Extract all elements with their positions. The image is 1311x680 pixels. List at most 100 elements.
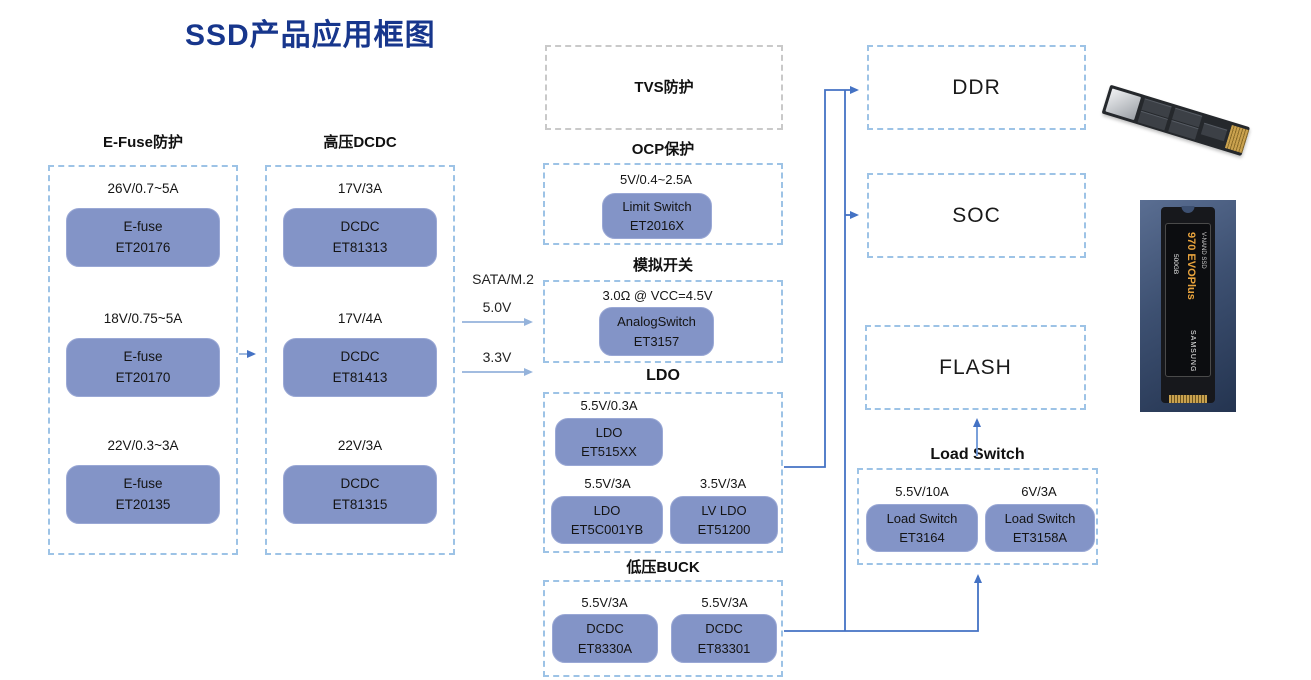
- m2-ssd-photo: [1101, 66, 1262, 171]
- efuse-2-rating: 18V/0.75~5A: [103, 311, 183, 326]
- analog-switch-block: AnalogSwitch ET3157: [599, 307, 714, 356]
- buck-2-name: DCDC: [705, 621, 743, 636]
- analog-switch-group-label: 模拟开关: [632, 257, 693, 274]
- buck-1-part: ET8330A: [577, 640, 633, 656]
- m2-ssd-stick: [1101, 84, 1251, 157]
- ocp-1-part: ET2016X: [629, 218, 685, 233]
- ldo-2-part: ET5C001YB: [570, 522, 644, 537]
- buck-1-name: DCDC: [586, 621, 624, 636]
- hv-dcdc-3-rating: 22V/3A: [337, 438, 383, 453]
- ocp-group-box: [543, 163, 783, 245]
- samsung-ssd-stick: V-NAND SSD 970 EVOPlus 500GB SAMSUNG: [1161, 206, 1215, 403]
- hv-dcdc-2-block: DCDC ET81413: [283, 338, 437, 397]
- samsung-gold-connector: [1169, 395, 1207, 403]
- ldo-2-block: LDO ET5C001YB: [551, 496, 663, 544]
- analog-switch-part: ET3157: [633, 333, 680, 349]
- ldo-3-block: LV LDO ET51200: [670, 496, 778, 544]
- ldo-2-name: LDO: [593, 502, 621, 518]
- tvs-box: TVS防护: [545, 45, 783, 130]
- analog-switch-group-box: [543, 280, 783, 363]
- efuse-2-part: ET20170: [115, 369, 171, 385]
- samsung-ssd-photo: V-NAND SSD 970 EVOPlus 500GB SAMSUNG: [1140, 200, 1236, 412]
- hv-dcdc-3-part: ET81315: [332, 496, 388, 512]
- hv-dcdc-group-label: 高压DCDC: [323, 134, 397, 151]
- hv-dcdc-2-rating: 17V/4A: [337, 311, 383, 326]
- efuse-2-name: E-fuse: [123, 349, 163, 365]
- load-switch-group-label: Load Switch: [930, 446, 1025, 463]
- soc-box: SOC: [867, 173, 1086, 258]
- load-switch-group-box: [857, 468, 1098, 565]
- m2-gold-connector: [1224, 124, 1250, 154]
- efuse-1-rating: 26V/0.7~5A: [107, 181, 179, 196]
- efuse-group-box: [48, 165, 238, 555]
- m2-ssd-sticker: [1105, 88, 1142, 121]
- buck-2-block: DCDC ET83301: [671, 614, 777, 663]
- soc-label: SOC: [952, 203, 1001, 227]
- load-switch-2-block: Load Switch ET3158A: [985, 504, 1095, 552]
- analog-switch-rating: 3.0Ω @ VCC=4.5V: [602, 288, 713, 303]
- load-switch-2-rating: 6V/3A: [1021, 484, 1057, 499]
- ddr-box: DDR: [867, 45, 1086, 130]
- ocp-1-rating: 5V/0.4~2.5A: [620, 172, 692, 187]
- flash-label: FLASH: [939, 355, 1012, 379]
- hv-dcdc-2-part: ET81413: [332, 369, 388, 385]
- buck-group-box: [543, 580, 783, 677]
- efuse-1-name: E-fuse: [123, 219, 163, 235]
- hv-dcdc-1-rating: 17V/3A: [337, 181, 383, 196]
- load-switch-1-name: Load Switch: [886, 510, 958, 526]
- ldo-1-rating: 5.5V/0.3A: [580, 398, 638, 413]
- ldo-1-name: LDO: [595, 424, 623, 440]
- hv-dcdc-1-name: DCDC: [340, 219, 380, 235]
- hv-dcdc-3-block: DCDC ET81315: [283, 465, 437, 524]
- ldo-1-block: LDO ET515XX: [555, 418, 663, 466]
- page-title: SSD产品应用框图: [185, 19, 436, 52]
- efuse-3-name: E-fuse: [123, 476, 163, 492]
- ldo-group-label: LDO: [646, 367, 680, 384]
- rail-3v3-label: 3.3V: [482, 349, 512, 365]
- efuse-3-block: E-fuse ET20135: [66, 465, 220, 524]
- hv-dcdc-3-name: DCDC: [340, 476, 380, 492]
- ldo-to-ddr-wire: [784, 86, 859, 468]
- samsung-brand-text: SAMSUNG: [1189, 329, 1196, 372]
- efuse-2-block: E-fuse ET20170: [66, 338, 220, 397]
- samsung-capacity-text: 500GB: [1172, 254, 1179, 275]
- ocp-1-block: Limit Switch ET2016X: [602, 193, 712, 239]
- samsung-ssd-label: V-NAND SSD 970 EVOPlus 500GB SAMSUNG: [1165, 223, 1211, 377]
- samsung-series-text: V-NAND SSD: [1200, 232, 1206, 269]
- load-switch-1-block: Load Switch ET3164: [866, 504, 978, 552]
- buck-group-label: 低压BUCK: [626, 559, 700, 576]
- ddr-label: DDR: [952, 75, 1001, 99]
- analog-switch-name: AnalogSwitch: [617, 314, 696, 329]
- efuse-1-block: E-fuse ET20176: [66, 208, 220, 267]
- buck-to-load-switch-wire: [784, 574, 982, 632]
- hv-dcdc-1-block: DCDC ET81313: [283, 208, 437, 267]
- ldo-1-part: ET515XX: [581, 444, 637, 459]
- hv-dcdc-group-box: [265, 165, 455, 555]
- buck-1-rating: 5.5V/3A: [581, 595, 628, 610]
- load-switch-2-part: ET3158A: [1012, 530, 1068, 545]
- hv-dcdc-1-part: ET81313: [332, 239, 388, 255]
- tvs-label: TVS防护: [634, 79, 694, 96]
- buck-2-part: ET83301: [697, 640, 751, 656]
- nand-chip-icon: [1200, 122, 1228, 142]
- samsung-model-text: 970 EVOPlus: [1185, 232, 1197, 300]
- ldo-3-part: ET51200: [697, 522, 751, 537]
- load-switch-1-part: ET3164: [899, 530, 945, 545]
- ldo-3-rating: 3.5V/3A: [699, 476, 747, 491]
- efuse-3-part: ET20135: [115, 496, 171, 512]
- load-switch-1-rating: 5.5V/10A: [895, 484, 949, 499]
- ldo-3-name: LV LDO: [701, 502, 747, 518]
- ocp-group-label: OCP保护: [631, 141, 695, 158]
- interface-label: SATA/M.2: [472, 271, 534, 287]
- efuse-3-rating: 22V/0.3~3A: [107, 438, 179, 453]
- rail-5v-label: 5.0V: [482, 299, 512, 315]
- efuse-group-label: E-Fuse防护: [102, 134, 183, 151]
- ldo-2-rating: 5.5V/3A: [584, 476, 631, 491]
- load-switch-2-name: Load Switch: [1004, 510, 1076, 526]
- hv-dcdc-2-name: DCDC: [340, 349, 380, 365]
- buck-2-rating: 5.5V/3A: [701, 595, 748, 610]
- buck-1-block: DCDC ET8330A: [552, 614, 658, 663]
- ocp-1-name: Limit Switch: [622, 198, 692, 214]
- screw-notch-icon: [1181, 206, 1195, 213]
